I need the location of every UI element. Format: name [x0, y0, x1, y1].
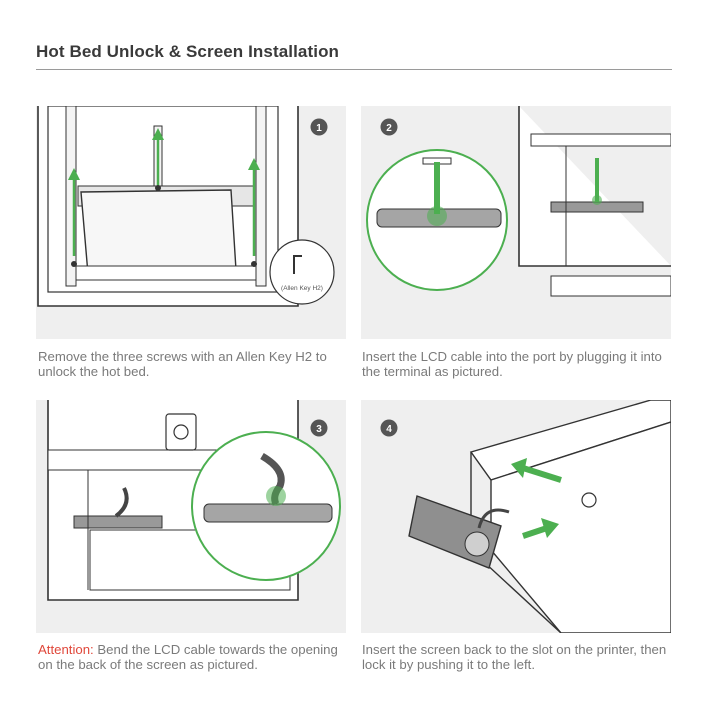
- step-1-caption: Remove the three screws with an Allen Ke…: [38, 349, 327, 379]
- step-3-caption-text: Bend the LCD cable towards the opening o…: [38, 642, 338, 672]
- step-3-badge: 3: [316, 424, 322, 435]
- step-4-caption: Insert the screen back to the slot on th…: [362, 642, 667, 672]
- step-4-illustration: 4: [361, 400, 671, 633]
- step-4-badge: 4: [386, 424, 392, 435]
- step-1-badge: 1: [316, 123, 322, 134]
- step-3-caption: Attention: Bend the LCD cable towards th…: [38, 642, 348, 672]
- attention-label: Attention:: [38, 642, 94, 657]
- step-2-illustration: 2: [361, 106, 671, 339]
- step-1-illustration: (Allen Key H2) 1: [36, 106, 346, 339]
- allen-key-label: (Allen Key H2): [281, 285, 323, 292]
- screen-install-diagram: 4: [361, 400, 671, 633]
- lcd-cable-insert-diagram: 2: [361, 106, 671, 339]
- step-2-badge: 2: [386, 123, 392, 134]
- hot-bed-unlock-diagram: (Allen Key H2) 1: [36, 106, 346, 339]
- step-3-illustration: 3: [36, 400, 346, 633]
- lcd-cable-bend-diagram: 3: [36, 400, 346, 633]
- page-title: Hot Bed Unlock & Screen Installation: [36, 42, 340, 61]
- title-divider: [36, 69, 672, 70]
- step-2-caption: Insert the LCD cable into the port by pl…: [362, 349, 662, 379]
